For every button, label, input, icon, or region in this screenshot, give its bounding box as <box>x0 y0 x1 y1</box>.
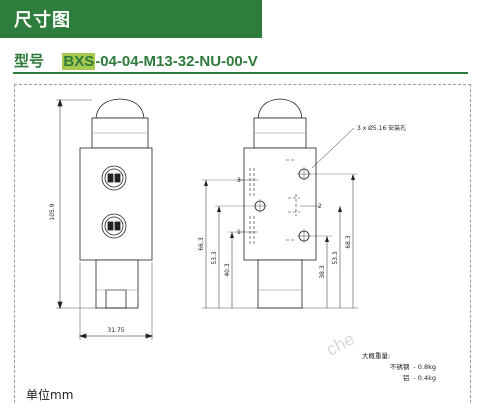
port-2-label: 2 <box>318 203 322 210</box>
weight-value: - 0.8kg <box>413 363 436 371</box>
unit-label: 单位mm <box>26 388 74 402</box>
weight-material: 铝 <box>402 374 410 382</box>
dim-53-3-left: 53.3 <box>211 251 218 265</box>
left-fitting-top <box>101 165 127 191</box>
model-label: 型号 <box>14 53 45 70</box>
right-dome <box>257 98 303 119</box>
mount-hole-callout: 3 x Ø5.16 安装孔 <box>357 124 406 132</box>
left-dome <box>95 98 145 119</box>
port-3-label: 3 <box>237 177 241 184</box>
left-stem <box>95 259 139 309</box>
left-body <box>79 147 153 261</box>
right-stem <box>257 259 303 309</box>
weight-table: 大概重量: 不锈钢 - 0.8kg 铝 - 0.4kg <box>346 351 436 384</box>
left-view <box>56 98 154 340</box>
dim-38-3: 38.3 <box>319 265 326 279</box>
model-code-prefix: BXS <box>62 53 96 70</box>
port-1-label: 1 <box>237 229 241 236</box>
weight-row: 铝 - 0.4kg <box>346 373 436 384</box>
weight-value: - 0.4kg <box>413 374 436 382</box>
weight-heading: 大概重量: <box>362 352 391 360</box>
drawing-frame <box>14 84 471 403</box>
dim-53-3-right: 53.3 <box>332 251 339 265</box>
dim-height-left: 105.9 <box>49 203 56 220</box>
model-code-suffix: -04-04-M13-32-NU-00-V <box>95 53 258 70</box>
right-view <box>202 98 358 309</box>
weight-row: 不锈钢 - 0.8kg <box>346 362 436 373</box>
dim-66-3: 66.3 <box>198 237 205 251</box>
right-body <box>243 147 317 261</box>
title-banner: 尺寸图 <box>0 0 262 38</box>
dim-68-3: 68.3 <box>345 235 352 249</box>
dim-width: 31.75 <box>107 327 124 334</box>
weight-material: 不锈钢 <box>389 363 410 371</box>
model-line: 型号 BXS-04-04-M13-32-NU-00-V <box>14 50 258 71</box>
page-title: 尺寸图 <box>14 10 71 31</box>
dim-40-3: 40.3 <box>224 263 231 277</box>
left-fitting-bottom <box>101 213 127 239</box>
divider-rule <box>13 72 468 74</box>
